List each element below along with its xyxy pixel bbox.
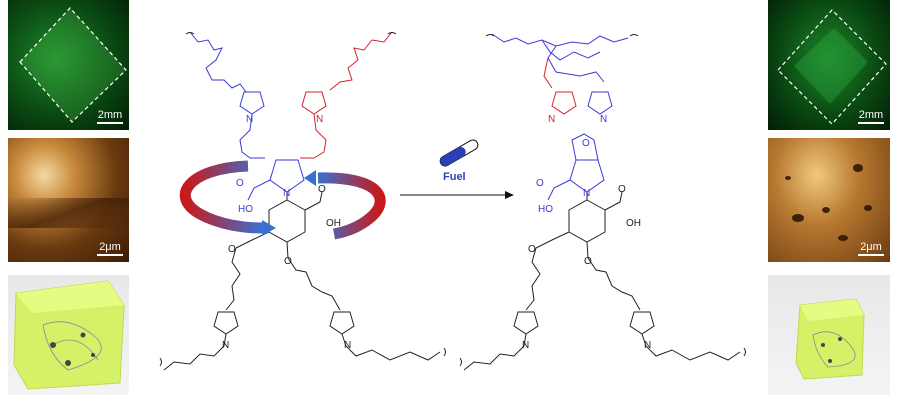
dashed-square-outline <box>19 7 127 123</box>
atom-label: O <box>536 178 544 189</box>
fuel-label: Fuel <box>443 171 466 183</box>
gel-cube-large <box>13 280 125 390</box>
rotation-arrow-left <box>179 160 263 234</box>
atom-label: O <box>584 256 592 267</box>
atom-label: N <box>316 114 323 125</box>
afm-image-after: 2μm <box>768 138 890 262</box>
triazole-lower-left <box>213 311 239 335</box>
gel-photo-after: 2mm <box>768 0 890 130</box>
scale-bar: 2μm <box>97 241 123 256</box>
scale-label: 2μm <box>99 241 121 253</box>
scale-label: 2μm <box>860 241 882 253</box>
scale-label: 2mm <box>97 109 123 121</box>
atom-label: O <box>618 184 626 195</box>
atom-label: N <box>644 340 651 351</box>
red-triazole <box>301 91 327 115</box>
afm-image-before: 2μm <box>8 138 129 262</box>
gel-photo-before: 2mm <box>8 0 129 130</box>
molecule-unfolded <box>159 31 446 371</box>
atom-label: HO <box>538 204 553 215</box>
triazole-lower-right <box>629 311 655 335</box>
molecule-folded <box>459 33 746 371</box>
gel-cube-small <box>795 298 865 380</box>
atom-label: O <box>582 138 590 149</box>
atom-label: N <box>583 188 590 199</box>
red-peg-chain <box>329 31 393 91</box>
scale-bar: 2μm <box>858 241 884 256</box>
atom-label: O <box>318 184 326 195</box>
atom-label: N <box>283 188 290 199</box>
atom-label: O <box>228 244 236 255</box>
atom-label: N <box>246 114 253 125</box>
atom-labels-right: N O HO O OH O O N N O N N <box>522 114 651 351</box>
atom-label: N <box>222 340 229 351</box>
red-triazole <box>551 91 577 115</box>
atom-label: OH <box>626 218 641 229</box>
afm-pores <box>785 164 872 241</box>
gel-3d-render-before <box>8 275 129 395</box>
scale-bar: 2mm <box>97 109 123 124</box>
scale-label: 2mm <box>858 109 884 121</box>
atom-label: O <box>236 178 244 189</box>
fuel-test-tube-icon <box>439 139 479 167</box>
atom-label: OH <box>326 218 341 229</box>
gel-3d-render-after <box>768 275 890 395</box>
atom-labels-left: N O HO O OH O O N N N N <box>222 114 351 351</box>
dashed-square-outline <box>777 9 887 125</box>
scale-bar: 2mm <box>858 109 884 124</box>
blue-triazole <box>587 91 613 115</box>
rotation-arrow-right <box>317 172 386 240</box>
atom-label: O <box>284 256 292 267</box>
pyrrole-ring <box>269 159 305 193</box>
atom-label: N <box>344 340 351 351</box>
blue-peg-chain <box>189 31 247 93</box>
benzene-ring <box>268 199 306 243</box>
triazole-lower-right <box>329 311 355 335</box>
benzene-ring <box>568 199 606 243</box>
atom-label: N <box>522 340 529 351</box>
pyrrole-ring <box>569 159 605 193</box>
atom-label: N <box>600 114 607 125</box>
atom-label: O <box>528 244 536 255</box>
atom-label: N <box>548 114 555 125</box>
blue-peg-chain <box>491 33 629 47</box>
blue-triazole <box>239 91 265 115</box>
triazole-lower-left <box>513 311 539 335</box>
atom-label: HO <box>238 204 253 215</box>
